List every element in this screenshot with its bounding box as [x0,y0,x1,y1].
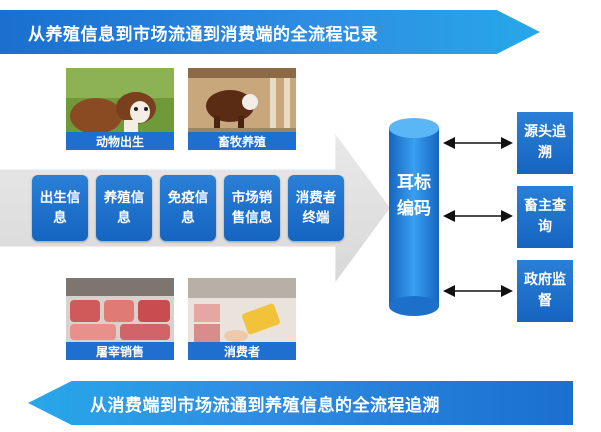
photo-caption: 动物出生 [66,132,174,150]
photo-slaughter-sales: 屠宰销售 [66,278,174,360]
stage-birth-info: 出生信息 [32,175,88,241]
top-banner-arrow: 从养殖信息到市场流通到消费端的全流程记录 [0,10,540,54]
photo-livestock-farming: 畜牧养殖 [188,68,296,150]
photo-animal-birth: 动物出生 [66,68,174,150]
stage-label: 消费者终端 [295,190,337,226]
calf-image [66,68,174,150]
stage-consumer-terminal: 消费者终端 [288,175,344,241]
photo-consumer: 消费者 [188,278,296,360]
function-label: 畜主查询 [524,198,566,235]
function-owner-query: 畜主查询 [517,186,573,248]
ear-tag-label: 耳标编码 [397,173,431,219]
top-banner-title: 从养殖信息到市场流通到消费端的全流程记录 [28,24,378,45]
stage-immunization-info: 免疫信息 [160,175,216,241]
ear-tag-cylinder [389,118,439,316]
stage-label: 市场销售信息 [231,190,273,226]
function-label: 源头追溯 [524,124,566,161]
photo-caption: 畜牧养殖 [188,132,296,150]
stage-label: 养殖信息 [103,190,145,226]
stage-label: 出生信息 [39,190,81,226]
photo-caption: 消费者 [188,342,296,360]
photo-caption: 屠宰销售 [66,342,174,360]
stage-market-sales-info: 市场销售信息 [224,175,280,241]
function-source-tracing: 源头追溯 [517,112,573,174]
connector-arrows [443,137,513,297]
stage-label: 免疫信息 [167,190,209,226]
stage-farming-info: 养殖信息 [96,175,152,241]
bottom-banner-arrow: 从消费端到市场流通到养殖信息的全流程追溯 [28,381,573,425]
function-label: 政府监督 [524,272,566,309]
function-government-supervision: 政府监督 [517,260,573,322]
bottom-banner-title: 从消费端到市场流通到养殖信息的全流程追溯 [90,395,440,416]
